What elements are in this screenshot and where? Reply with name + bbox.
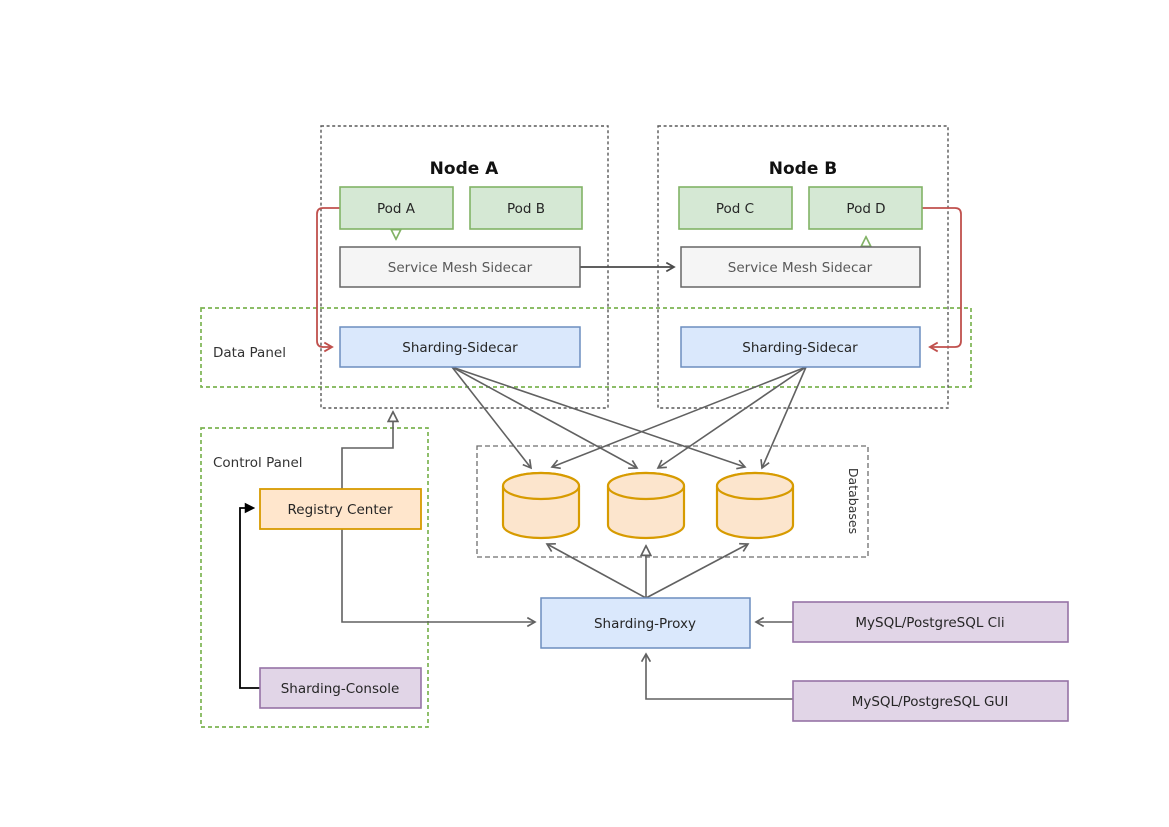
cli-box [792, 601, 1069, 643]
mesh-a-label: Service Mesh Sidecar [388, 260, 533, 276]
mysql-postgresql-gui: MySQL/PostgreSQL GUI [792, 680, 1069, 722]
proxy-label: Sharding-Proxy [594, 616, 696, 632]
data-panel-border [200, 307, 972, 388]
databases-label: Databases [846, 468, 861, 534]
pod-c-label: Pod C [716, 201, 754, 217]
arrow-sidecar-a-to-db3 [451, 366, 747, 470]
mysql-postgresql-cli: MySQL/PostgreSQL Cli [792, 601, 1069, 643]
databases-border [476, 445, 869, 558]
arrow-sidecar-a-to-db1 [451, 366, 533, 470]
data-panel-label: Data Panel [213, 345, 286, 361]
node-b-title: Node B [769, 159, 837, 179]
control-panel-label: Control Panel [213, 455, 303, 471]
arrow-gui-to-proxy [640, 652, 793, 700]
console-label: Sharding-Console [281, 681, 400, 697]
arrow-sidecar-b-to-db3 [760, 366, 807, 470]
arrow-sidecar-b-to-db2 [656, 366, 807, 469]
databases-group: Databases [476, 445, 869, 558]
database-cylinder-2 [606, 471, 686, 540]
pod-b-box [469, 186, 583, 230]
sidecar-a-label: Sharding-Sidecar [402, 340, 518, 356]
arrow-sidecar-b-to-db1 [550, 366, 807, 470]
registry-center: Registry Center [259, 488, 422, 530]
pod-a-label: Pod A [377, 201, 416, 217]
db2-top [606, 471, 686, 501]
mesh-a-box [339, 246, 581, 288]
db3-top [715, 471, 795, 501]
data-panel: Data Panel [200, 307, 972, 388]
pod-a: Pod A [339, 186, 454, 230]
pod-b-label: Pod B [507, 201, 545, 217]
arrow-registry-to-proxy [341, 528, 537, 628]
control-panel-border [200, 427, 429, 728]
mesh-b-label: Service Mesh Sidecar [728, 260, 873, 276]
console-box [259, 667, 422, 709]
pod-d-box [808, 186, 923, 230]
sidecar-b-box [680, 326, 921, 368]
control-panel: Control Panel [200, 427, 429, 728]
sidecar-a-box [339, 326, 581, 368]
arrow-console-to-registry [239, 508, 261, 689]
pod-a-box [339, 186, 454, 230]
arrow-proxy-to-db3 [645, 542, 750, 599]
arrow-pod-d-to-sidecar-b [922, 207, 962, 353]
service-mesh-sidecar-b: Service Mesh Sidecar [680, 246, 921, 288]
cli-label: MySQL/PostgreSQL Cli [855, 615, 1004, 631]
registry-label: Registry Center [288, 502, 393, 518]
pod-c: Pod C [678, 186, 793, 230]
pod-d: Pod D [808, 186, 923, 230]
sharding-console: Sharding-Console [259, 667, 422, 709]
arrow-sidecar-a-to-db2 [451, 366, 639, 469]
arrow-proxy-to-db1 [545, 542, 647, 599]
database-cylinder-1 [501, 471, 581, 540]
mesh-b-box [680, 246, 921, 288]
database-cylinder-3 [715, 471, 795, 540]
arrow-pod-a-to-sidecar-a [316, 207, 340, 353]
gui-box [792, 680, 1069, 722]
sharding-proxy: Sharding-Proxy [540, 597, 751, 649]
db1-top [501, 471, 581, 501]
sharding-sidecar-a: Sharding-Sidecar [339, 326, 581, 368]
node-a-title: Node A [430, 159, 500, 179]
pod-c-box [678, 186, 793, 230]
pod-d-label: Pod D [846, 201, 885, 217]
arrow-registry-to-node-a [341, 413, 393, 489]
sidecar-b-label: Sharding-Sidecar [742, 340, 858, 356]
registry-box [259, 488, 422, 530]
gui-label: MySQL/PostgreSQL GUI [852, 694, 1009, 710]
proxy-box [540, 597, 751, 649]
sharding-sidecar-b: Sharding-Sidecar [680, 326, 921, 368]
pod-b: Pod B [469, 186, 583, 230]
service-mesh-sidecar-a: Service Mesh Sidecar [339, 246, 581, 288]
